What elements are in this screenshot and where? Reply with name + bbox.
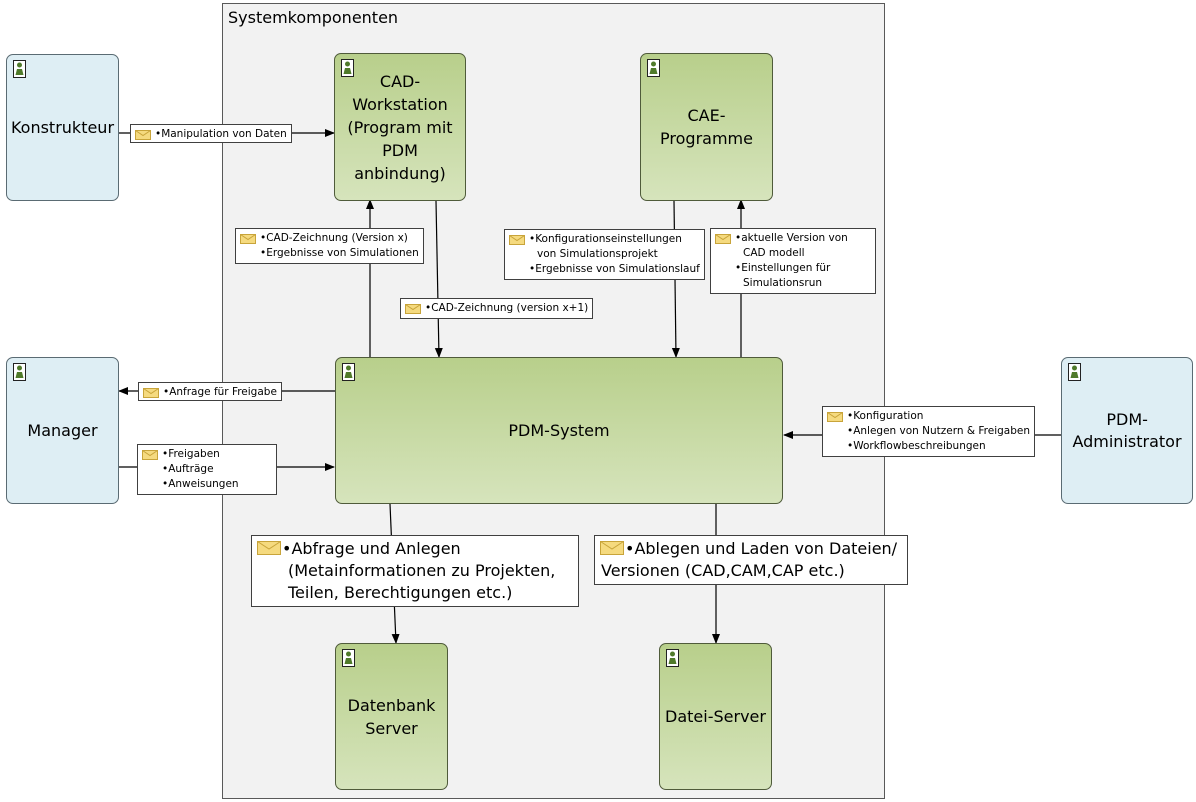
- envelope-icon: [509, 235, 525, 245]
- message-abfrage-anlegen: •Abfrage und Anlegen (Metainformationen …: [251, 535, 579, 607]
- envelope-icon: [600, 541, 624, 555]
- envelope-icon: [142, 450, 158, 460]
- system-title: Systemkomponenten: [228, 8, 399, 27]
- envelope-icon: [405, 304, 421, 314]
- component-label: CAD- Workstation (Program mit PDM anbind…: [347, 71, 453, 183]
- message-konfig-simulation: •Konfigurationseinstellungen von Simulat…: [504, 229, 705, 280]
- component-datei-server: Datei-Server: [659, 643, 772, 790]
- envelope-icon: [135, 130, 151, 140]
- actor-konstrukteur: Konstrukteur: [6, 54, 119, 201]
- message-ablegen-laden: •Ablegen und Laden von Dateien/ Versione…: [594, 535, 908, 585]
- envelope-icon: [827, 412, 843, 422]
- actor-label: PDM-Administrator: [1072, 409, 1182, 451]
- component-label: Datenbank Server: [347, 695, 436, 738]
- person-icon: [342, 649, 355, 667]
- person-icon: [666, 649, 679, 667]
- component-label: CAE- Programme: [660, 106, 753, 148]
- actor-label: Manager: [27, 420, 98, 440]
- component-cad-workstation: CAD- Workstation (Program mit PDM anbind…: [334, 53, 466, 201]
- component-datenbank-server: Datenbank Server: [335, 643, 448, 790]
- person-icon: [342, 363, 355, 381]
- envelope-icon: [143, 388, 159, 398]
- actor-manager: Manager: [6, 357, 119, 504]
- message-cad-zeichnung-x: •CAD-Zeichnung (Version x) •Ergebnisse v…: [235, 228, 424, 264]
- message-cad-zeichnung-x1: •CAD-Zeichnung (version x+1): [400, 298, 594, 319]
- person-icon: [1068, 363, 1081, 381]
- component-label: PDM-System: [508, 421, 610, 440]
- message-konfiguration: •Konfiguration •Anlegen von Nutzern & Fr…: [822, 406, 1036, 457]
- component-label: Datei-Server: [665, 707, 766, 726]
- person-icon: [341, 59, 354, 77]
- component-pdm-system: PDM-System: [335, 357, 783, 504]
- message-anfrage-freigabe: •Anfrage für Freigabe: [138, 382, 282, 401]
- person-icon: [13, 60, 26, 78]
- envelope-icon: [715, 234, 731, 244]
- message-freigaben: •Freigaben •Aufträge •Anweisungen: [137, 444, 277, 495]
- actor-pdm-administrator: PDM-Administrator: [1061, 357, 1193, 504]
- person-icon: [13, 363, 26, 381]
- envelope-icon: [257, 541, 281, 555]
- component-cae-programme: CAE- Programme: [640, 53, 773, 201]
- person-icon: [647, 59, 660, 77]
- message-manipulation: •Manipulation von Daten: [130, 124, 292, 143]
- message-aktuelle-version: •aktuelle Version von CAD modell •Einste…: [710, 228, 876, 294]
- actor-label: Konstrukteur: [10, 117, 115, 137]
- envelope-icon: [240, 234, 256, 244]
